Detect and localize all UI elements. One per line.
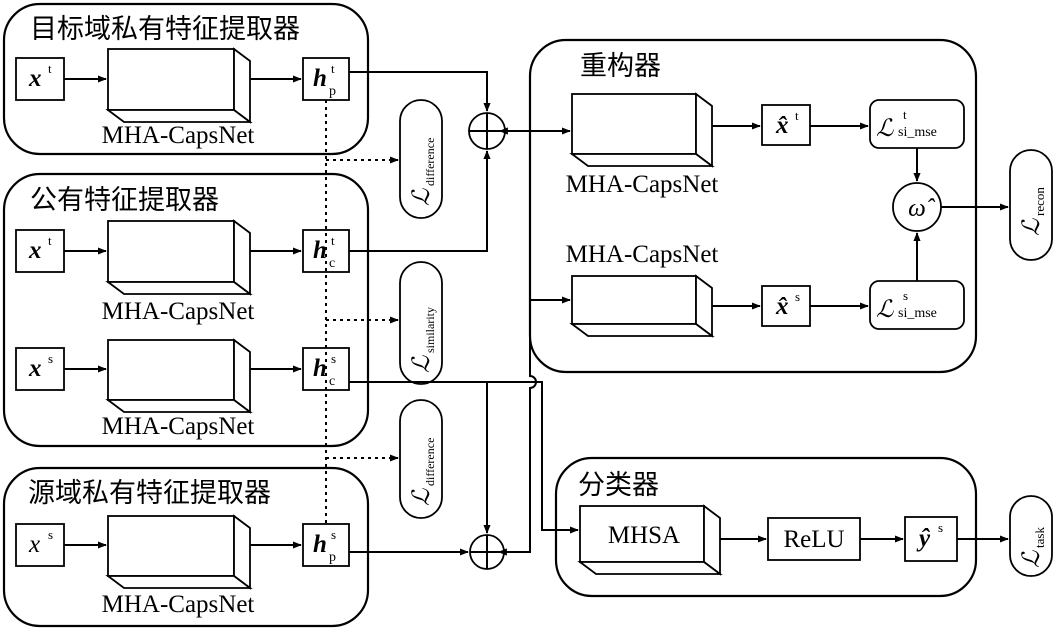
panel-title-reconstructor: 重构器 — [580, 51, 661, 82]
mhsa-block: MHSA — [577, 504, 723, 576]
capsnet-label: MHA-CapsNet — [102, 413, 255, 440]
svg-text:x: x — [28, 355, 42, 382]
panel-title-shared: 公有特征提取器 — [30, 185, 219, 216]
svg-text:c: c — [329, 374, 335, 389]
panel-title-target-private: 目标域私有特征提取器 — [30, 14, 300, 45]
svg-text:ℒ: ℒ — [876, 297, 894, 323]
svg-text:t: t — [903, 107, 907, 122]
svg-text:t: t — [48, 61, 52, 76]
loss-task: ℒ task — [1009, 495, 1053, 577]
svg-text:s: s — [331, 527, 336, 542]
svg-text:ℒ: ℒ — [1019, 550, 1045, 568]
mhsa-label: MHSA — [608, 522, 680, 549]
loss-difference-top: ℒ difference — [399, 99, 443, 219]
svg-text:x: x — [28, 531, 40, 558]
svg-text:c: c — [329, 256, 335, 271]
svg-text:recon: recon — [1032, 187, 1047, 216]
prediction-y-hat: ŷ s — [904, 516, 958, 562]
feature-h-target-private: h t p — [302, 57, 350, 101]
svg-text:ℒ: ℒ — [1019, 218, 1045, 236]
panel-title-source-private: 源域私有特征提取器 — [28, 478, 271, 509]
sum-node-top — [468, 112, 506, 150]
capsnet-block-source: MHA-CapsNet — [102, 514, 255, 618]
svg-text:si_mse: si_mse — [898, 125, 937, 140]
svg-text:similarity: similarity — [423, 307, 437, 353]
svg-text:s: s — [903, 288, 908, 303]
svg-text:ℒ: ℒ — [409, 355, 435, 373]
svg-text:h: h — [313, 531, 327, 558]
input-x-source-2: x s — [15, 523, 65, 567]
capsnet-block-recon-s: MHA-CapsNet — [566, 241, 719, 338]
panel-shared: 公有特征提取器 — [2, 172, 370, 448]
svg-text:difference: difference — [423, 438, 437, 486]
svg-text:ℒ: ℒ — [876, 116, 894, 142]
svg-text:s: s — [331, 351, 336, 366]
capsnet-block-recon-t: MHA-CapsNet — [566, 92, 719, 198]
svg-text:si_mse: si_mse — [898, 306, 937, 321]
capsnet-label: MHA-CapsNet — [102, 298, 255, 325]
relu-label: ReLU — [783, 526, 844, 553]
svg-text:x: x — [28, 237, 42, 264]
feature-h-shared-t: h t c — [302, 229, 350, 273]
svg-text:s: s — [938, 520, 943, 535]
svg-text:ℒ: ℒ — [409, 488, 435, 506]
sum-node-bottom — [469, 534, 505, 570]
recon-x-hat-t: x̂ t — [761, 104, 811, 146]
svg-text:s: s — [48, 351, 53, 366]
recon-x-hat-s: x̂ s — [761, 285, 811, 327]
feature-h-source-private: h s p — [302, 523, 350, 567]
input-x-target-1: x t — [15, 57, 65, 101]
svg-text:x̂: x̂ — [775, 293, 789, 320]
svg-text:h: h — [313, 355, 327, 382]
svg-text:difference: difference — [423, 138, 437, 186]
svg-text:t: t — [331, 61, 335, 76]
svg-text:t: t — [331, 233, 335, 248]
loss-si-mse-t: ℒ t si_mse — [869, 99, 965, 149]
capsnet-block-shared-t: MHA-CapsNet — [102, 219, 255, 325]
svg-text:task: task — [1032, 527, 1047, 548]
capsnet-label: MHA-CapsNet — [566, 241, 719, 268]
svg-text:t: t — [48, 233, 52, 248]
svg-text:p: p — [329, 84, 336, 99]
input-x-target-2: x t — [15, 229, 65, 273]
capsnet-block-target: MHA-CapsNet — [102, 47, 255, 149]
svg-text:s: s — [795, 289, 800, 304]
capsnet-block-shared-s: MHA-CapsNet — [102, 338, 255, 440]
loss-si-mse-s: ℒ s si_mse — [869, 280, 965, 330]
panel-title-classifier: 分类器 — [578, 470, 659, 501]
svg-text:s: s — [48, 527, 53, 542]
svg-text:ŷ: ŷ — [916, 525, 931, 552]
svg-text:p: p — [329, 550, 336, 565]
svg-text:x: x — [28, 65, 42, 92]
loss-recon: ℒ recon — [1009, 149, 1053, 261]
connectors — [64, 71, 1009, 556]
svg-text:h: h — [313, 65, 327, 92]
loss-difference-bottom: ℒ difference — [399, 399, 443, 519]
capsnet-label: MHA-CapsNet — [102, 122, 255, 149]
svg-text:x̂: x̂ — [775, 112, 789, 139]
capsnet-label: MHA-CapsNet — [566, 171, 719, 198]
input-x-source-1: x s — [15, 347, 65, 391]
relu-box: ReLU — [767, 517, 861, 561]
loss-similarity: ℒ similarity — [399, 261, 443, 385]
omega-weight-node: ω̂ — [892, 182, 942, 232]
svg-text:h: h — [313, 237, 327, 264]
svg-text:ℒ: ℒ — [409, 188, 435, 206]
svg-text:t: t — [795, 108, 799, 123]
capsnet-label: MHA-CapsNet — [102, 591, 255, 618]
